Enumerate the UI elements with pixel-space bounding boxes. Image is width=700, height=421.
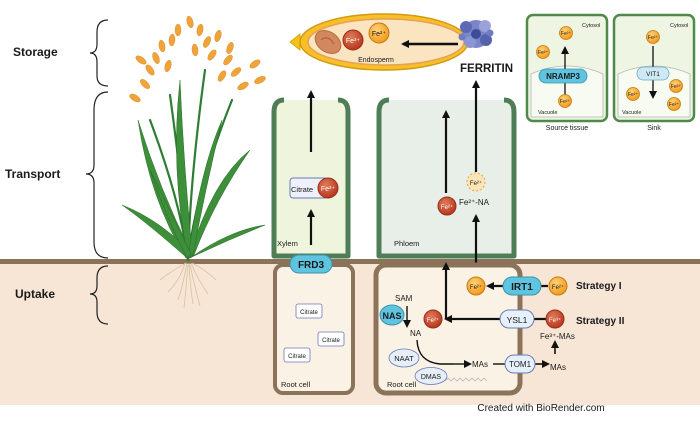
sam-label: SAM [395, 294, 413, 303]
ysl1-label: YSL1 [507, 315, 528, 325]
mas-inner-label: MAs [472, 360, 488, 369]
endosperm-label: Endosperm [358, 57, 394, 64]
ferritin-molecule-icon [458, 20, 494, 48]
ysl1-transporter [499, 309, 535, 329]
biorender-credit: Created with BioRender.com [477, 403, 604, 414]
source-fe-bottom: Fe²⁺ [560, 99, 571, 105]
ferritin-label: FERRITIN [460, 63, 513, 75]
naat-enzyme [388, 348, 420, 368]
root-fe3-mas-label: Fe³⁺-MAs [540, 332, 575, 341]
dmas-enzyme [414, 367, 448, 385]
transport-label: Transport [5, 167, 60, 181]
na-label: NA [410, 329, 422, 338]
irt1-label: IRT1 [511, 282, 533, 293]
uptake-label: Uptake [15, 287, 55, 301]
plant-roots [159, 262, 217, 309]
mas-structure-icon [444, 377, 488, 382]
rice-plant-illustration [121, 15, 266, 309]
sink-fe-2: Fe²⁺ [671, 84, 682, 90]
root-fe2-center-label: Fe²⁺ [427, 317, 439, 324]
root-citrate-3-label: Citrate [288, 354, 306, 360]
root-citrate-1-label: Citrate [300, 310, 318, 316]
root-fe3-mas-icon [545, 309, 565, 329]
strategy-1-label: Strategy I [576, 281, 622, 292]
xylem-fe3-label: Fe³⁺ [321, 186, 336, 193]
na-to-mas-path [416, 339, 454, 365]
root-citrate-1 [295, 303, 323, 319]
tom1-label: TOM1 [509, 360, 532, 369]
nas-enzyme [379, 304, 405, 326]
source-tissue-panel: Cytosol Fe²⁺ Fe²⁺ NRAMP3 Fe²⁺ Vacuole [525, 13, 609, 123]
strategy-2-label: Strategy II [576, 316, 625, 327]
sink-fe-1: Fe²⁺ [628, 92, 639, 98]
source-fe-left: Fe²⁺ [538, 50, 549, 56]
root-fe2-center-icon [423, 309, 443, 329]
dmas-label: DMAS [421, 374, 442, 381]
rice-grain: Fe³⁺ Fe²⁺ Endosperm [289, 13, 469, 71]
root-cell-left-label: Root cell [281, 380, 311, 389]
sink-panel: Cytosol Fe²⁺ VIT1 Fe²⁺ Fe²⁺ Fe²⁺ Vacuole [612, 13, 696, 123]
phloem-fe-na-label: Fe²⁺-NA [459, 198, 490, 207]
root-citrate-3 [283, 347, 311, 363]
vit1-label: VIT1 [646, 71, 660, 78]
source-fe-top: Fe²⁺ [561, 31, 572, 37]
sink-vacuole-label: Vacuole [622, 110, 641, 116]
root-fe2-outside-label: Fe²⁺ [552, 284, 564, 291]
xylem-label: Xylem [277, 239, 298, 248]
xylem-citrate-label: Citrate [291, 185, 313, 194]
root-fe3-mas-top: Fe³⁺ [549, 317, 561, 324]
irt1-transporter [502, 276, 542, 296]
sink-caption: Sink [647, 125, 661, 132]
root-fe2-outside-icon [548, 276, 568, 296]
source-cytosol-label: Cytosol [582, 23, 600, 29]
phloem-fe2-icon [437, 196, 457, 216]
root-citrate-2 [317, 331, 345, 347]
nas-label: NAS [382, 311, 401, 321]
frd3-transporter [289, 254, 333, 274]
frd3-label: FRD3 [298, 260, 325, 271]
mas-outer-label: MAs [550, 363, 566, 372]
phloem-fe-na-top: Fe²⁺ [470, 180, 482, 187]
sink-cytosol-label: Cytosol [670, 23, 688, 29]
root-fe2-upper-label: Fe²⁺ [470, 284, 482, 291]
tom1-transporter [504, 354, 536, 374]
root-cell-right [373, 262, 523, 396]
naat-label: NAAT [394, 354, 414, 363]
source-vacuole-label: Vacuole [538, 110, 557, 116]
xylem-fe3-icon [317, 177, 339, 199]
sink-fe-top: Fe²⁺ [648, 35, 659, 41]
stage-braces [85, 19, 109, 325]
phloem-fe2-label: Fe²⁺ [441, 204, 453, 211]
root-cell-left [273, 263, 355, 395]
phloem-label: Phloem [394, 239, 419, 248]
storage-label: Storage [13, 45, 58, 59]
root-cell-right-label: Root cell [387, 380, 417, 389]
root-fe2-upper-icon [466, 276, 486, 296]
grain-fe3-label: Fe³⁺ [346, 38, 361, 45]
nramp3-label: NRAMP3 [546, 72, 580, 81]
source-tissue-caption: Source tissue [546, 125, 589, 132]
sink-fe-3: Fe²⁺ [669, 102, 680, 108]
ground-line [0, 259, 700, 264]
phloem-fe-na-icon [466, 172, 486, 192]
grain-fe2-label: Fe²⁺ [372, 31, 387, 38]
root-citrate-2-label: Citrate [322, 338, 340, 344]
